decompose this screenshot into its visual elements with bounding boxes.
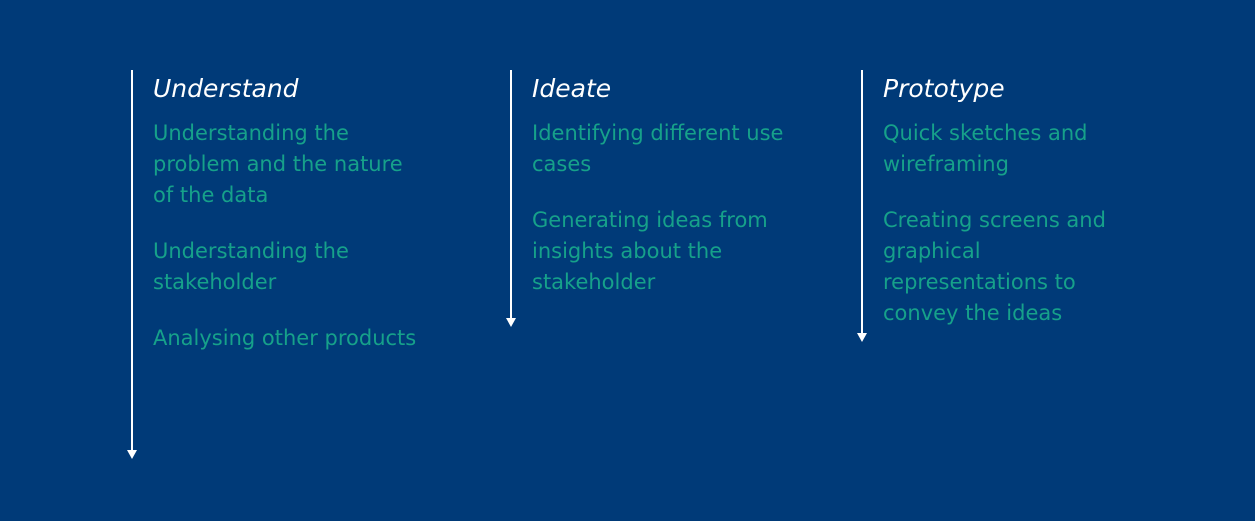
- stage-content: Ideate Identifying different use cases G…: [532, 70, 802, 323]
- stage-content: Understand Understanding the problem and…: [153, 70, 423, 379]
- stage-item: Understanding the problem and the nature…: [153, 121, 403, 207]
- stage-item: Understanding the stakeholder: [153, 239, 349, 294]
- stage-item: Analysing other products: [153, 326, 417, 350]
- down-arrow-line: [131, 70, 133, 452]
- down-arrow-line: [510, 70, 512, 320]
- stage-content: Prototype Quick sketches and wireframing…: [883, 70, 1123, 354]
- stage-item: Generating ideas from insights about the…: [532, 208, 768, 294]
- arrowhead-icon: [857, 333, 867, 342]
- arrowhead-icon: [506, 318, 516, 327]
- stage-title: Understand: [153, 74, 299, 103]
- arrowhead-icon: [127, 450, 137, 459]
- stage-item: Creating screens and graphical represent…: [883, 208, 1106, 325]
- stage-title: Prototype: [883, 74, 1005, 103]
- stage-item: Quick sketches and wireframing: [883, 121, 1088, 176]
- down-arrow-line: [861, 70, 863, 335]
- stage-item: Identifying different use cases: [532, 121, 784, 176]
- stage-title: Ideate: [532, 74, 612, 103]
